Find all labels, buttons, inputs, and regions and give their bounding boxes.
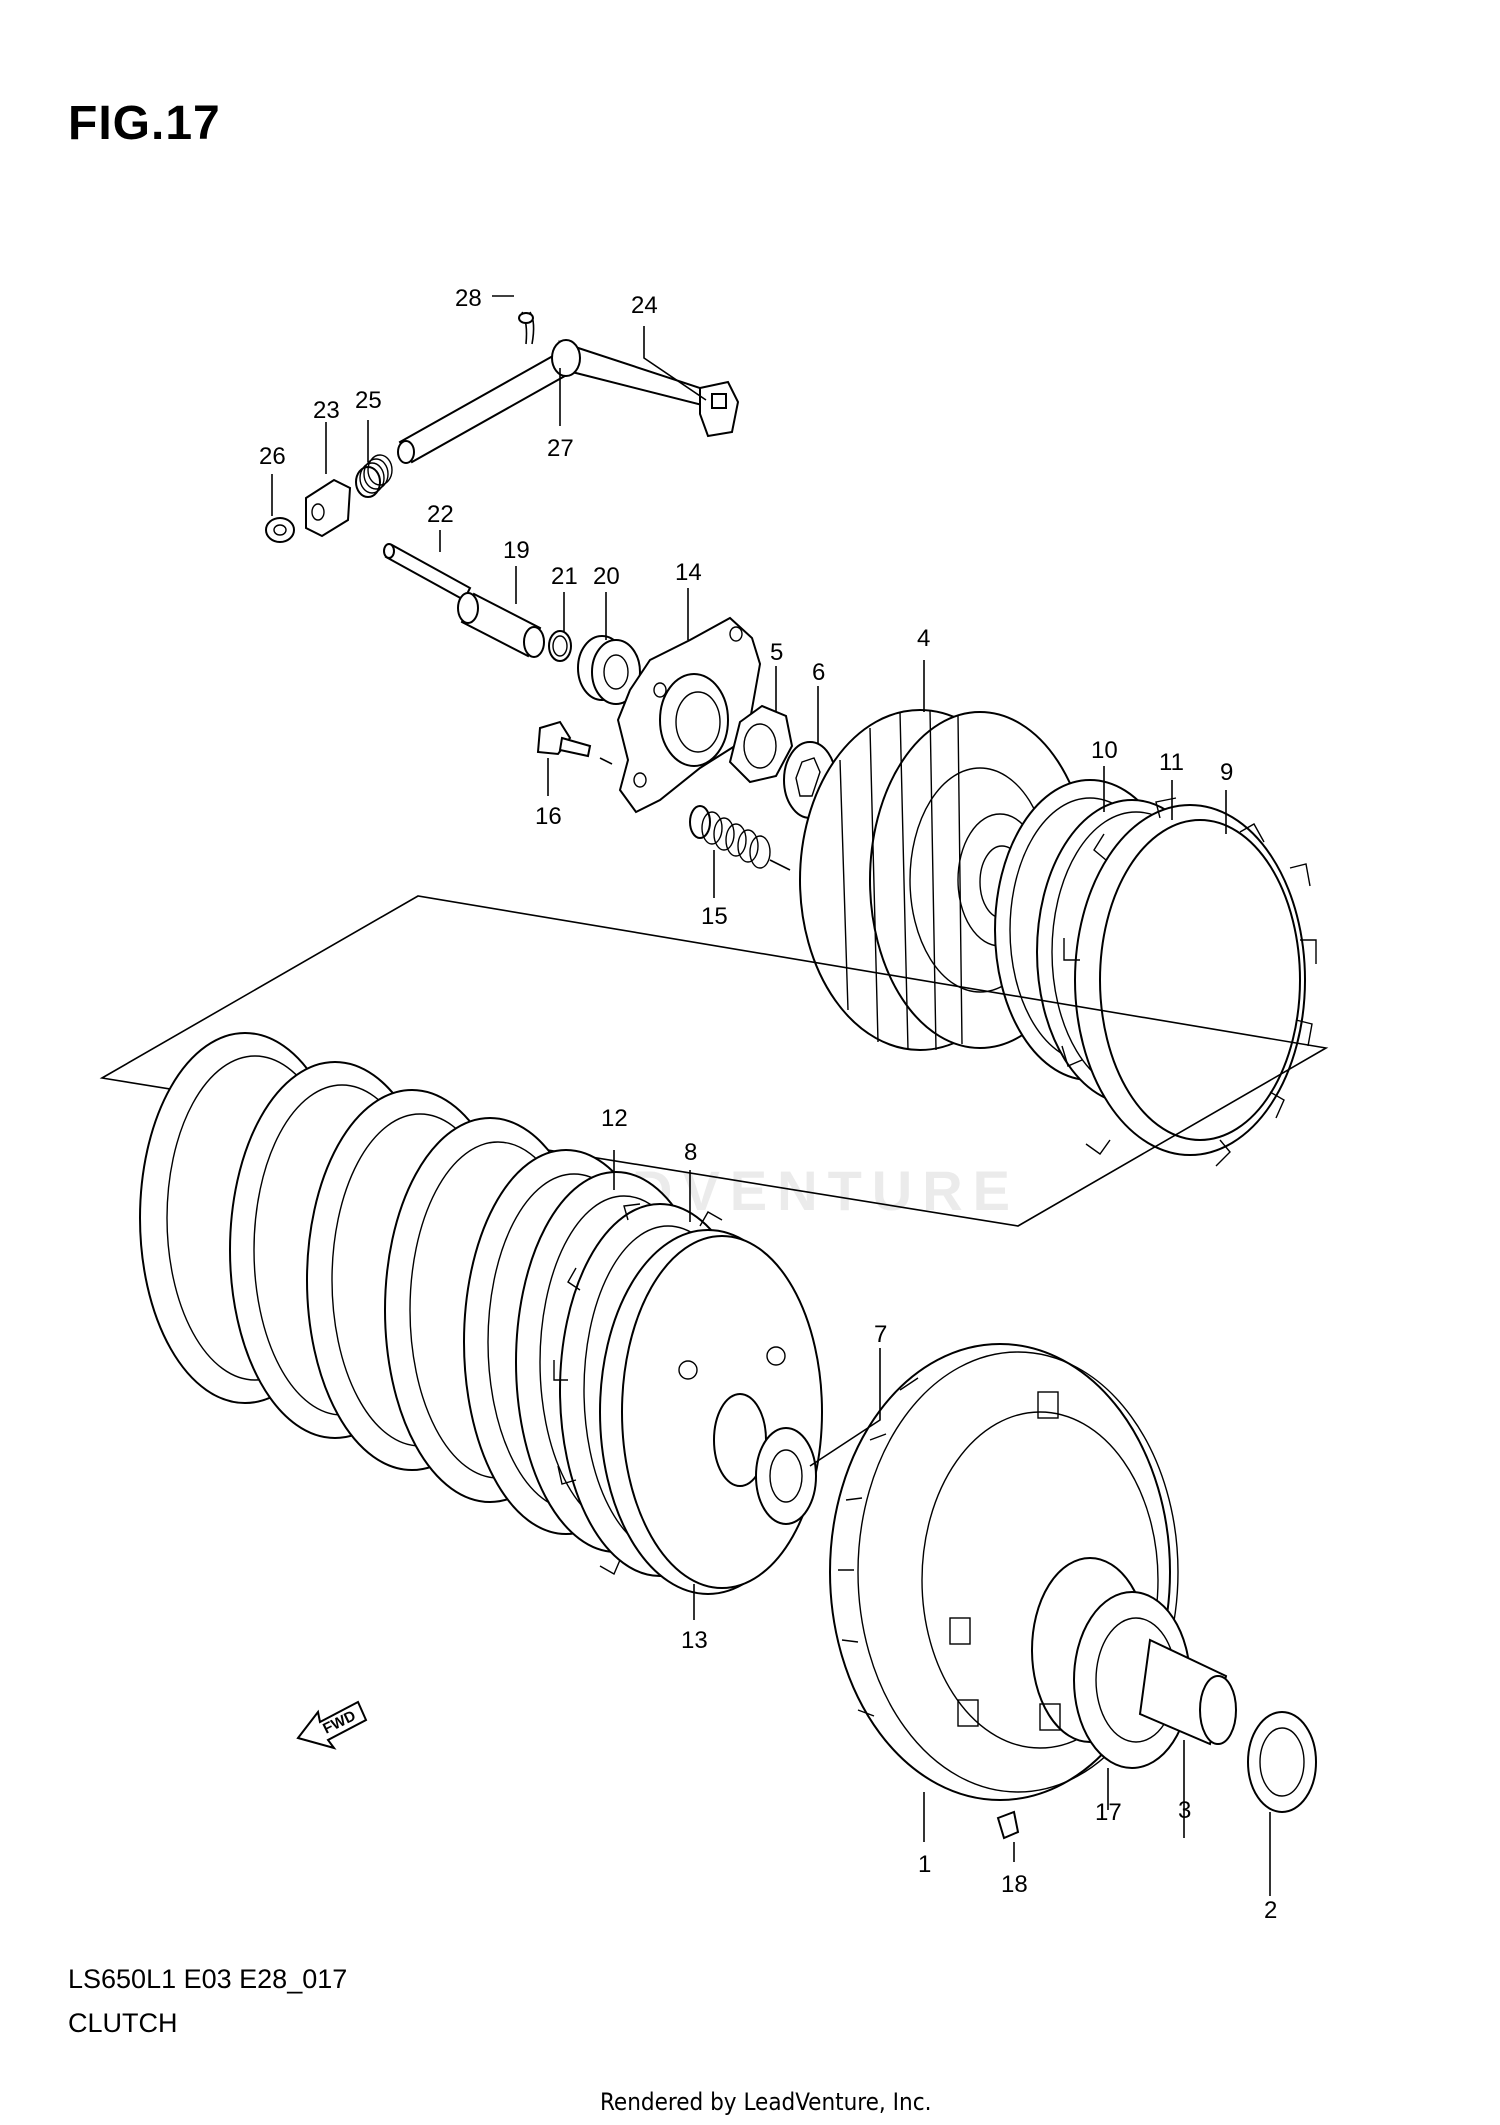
callout-16: 16 bbox=[535, 803, 562, 830]
part-3-spacer bbox=[1138, 1638, 1237, 1746]
callout-10: 10 bbox=[1091, 737, 1118, 764]
callout-6: 6 bbox=[812, 659, 825, 686]
callout-1: 1 bbox=[918, 1851, 931, 1878]
callout-24: 24 bbox=[631, 292, 658, 319]
part-28-cotter-pin bbox=[518, 311, 535, 345]
part-16-bolt bbox=[536, 720, 613, 765]
callout-17: 17 bbox=[1095, 1799, 1122, 1826]
part-14-pressure-plate bbox=[616, 616, 762, 814]
part-19-release-sleeve bbox=[457, 592, 545, 658]
callout-11: 11 bbox=[1159, 749, 1184, 776]
callout-3: 3 bbox=[1178, 1797, 1191, 1824]
callout-26: 26 bbox=[259, 443, 286, 470]
part-23-bracket bbox=[305, 478, 352, 538]
part-4-sleeve-hub bbox=[799, 709, 1091, 1051]
callout-21: 21 bbox=[551, 563, 578, 590]
callout-13: 13 bbox=[681, 1627, 708, 1654]
part-25-spring bbox=[355, 454, 393, 498]
part-2-thrust-washer bbox=[1247, 1711, 1317, 1813]
leader-lines bbox=[271, 295, 1271, 1896]
part-24-release-lever bbox=[397, 339, 740, 464]
callout-8: 8 bbox=[684, 1139, 697, 1166]
part-21-o-ring bbox=[548, 630, 572, 662]
callout-9: 9 bbox=[1220, 759, 1233, 786]
plate-set-outline bbox=[99, 895, 1329, 1227]
callout-14: 14 bbox=[675, 559, 702, 586]
part-26-washer bbox=[265, 517, 295, 543]
callout-7: 7 bbox=[874, 1321, 887, 1348]
part-22-push-rod bbox=[383, 543, 472, 602]
footer-credit: Rendered by LeadVenture, Inc. bbox=[600, 2088, 932, 2116]
callout-15: 15 bbox=[701, 903, 728, 930]
section-name: CLUTCH bbox=[68, 2008, 178, 2038]
callout-23: 23 bbox=[313, 397, 340, 424]
callout-20: 20 bbox=[593, 563, 620, 590]
callout-27: 27 bbox=[547, 435, 574, 462]
callout-numbers: 28 24 23 25 26 27 22 19 21 20 14 5 6 4 1… bbox=[259, 285, 1277, 1924]
callout-28: 28 bbox=[455, 285, 482, 312]
part-9-drive-plate bbox=[1061, 797, 1317, 1167]
callout-18: 18 bbox=[1001, 1871, 1028, 1898]
callout-25: 25 bbox=[355, 387, 382, 414]
callout-22: 22 bbox=[427, 501, 454, 528]
part-20-bearing bbox=[577, 635, 641, 705]
part-18-pin bbox=[996, 1810, 1020, 1840]
part-7-thrust-washer bbox=[755, 1427, 817, 1525]
callout-19: 19 bbox=[503, 537, 530, 564]
callout-12: 12 bbox=[601, 1105, 628, 1132]
model-code: LS650L1 E03 E28_017 bbox=[68, 1964, 348, 1994]
figure-title: FIG.17 bbox=[68, 97, 221, 150]
part-5-clutch-nut bbox=[728, 704, 794, 784]
part-13-pressure-disc bbox=[599, 1229, 823, 1595]
callout-2: 2 bbox=[1264, 1897, 1277, 1924]
callout-5: 5 bbox=[770, 639, 783, 666]
callout-4: 4 bbox=[917, 625, 930, 652]
fwd-arrow-icon: FWD bbox=[296, 1700, 368, 1750]
part-15-clutch-spring bbox=[689, 805, 791, 871]
